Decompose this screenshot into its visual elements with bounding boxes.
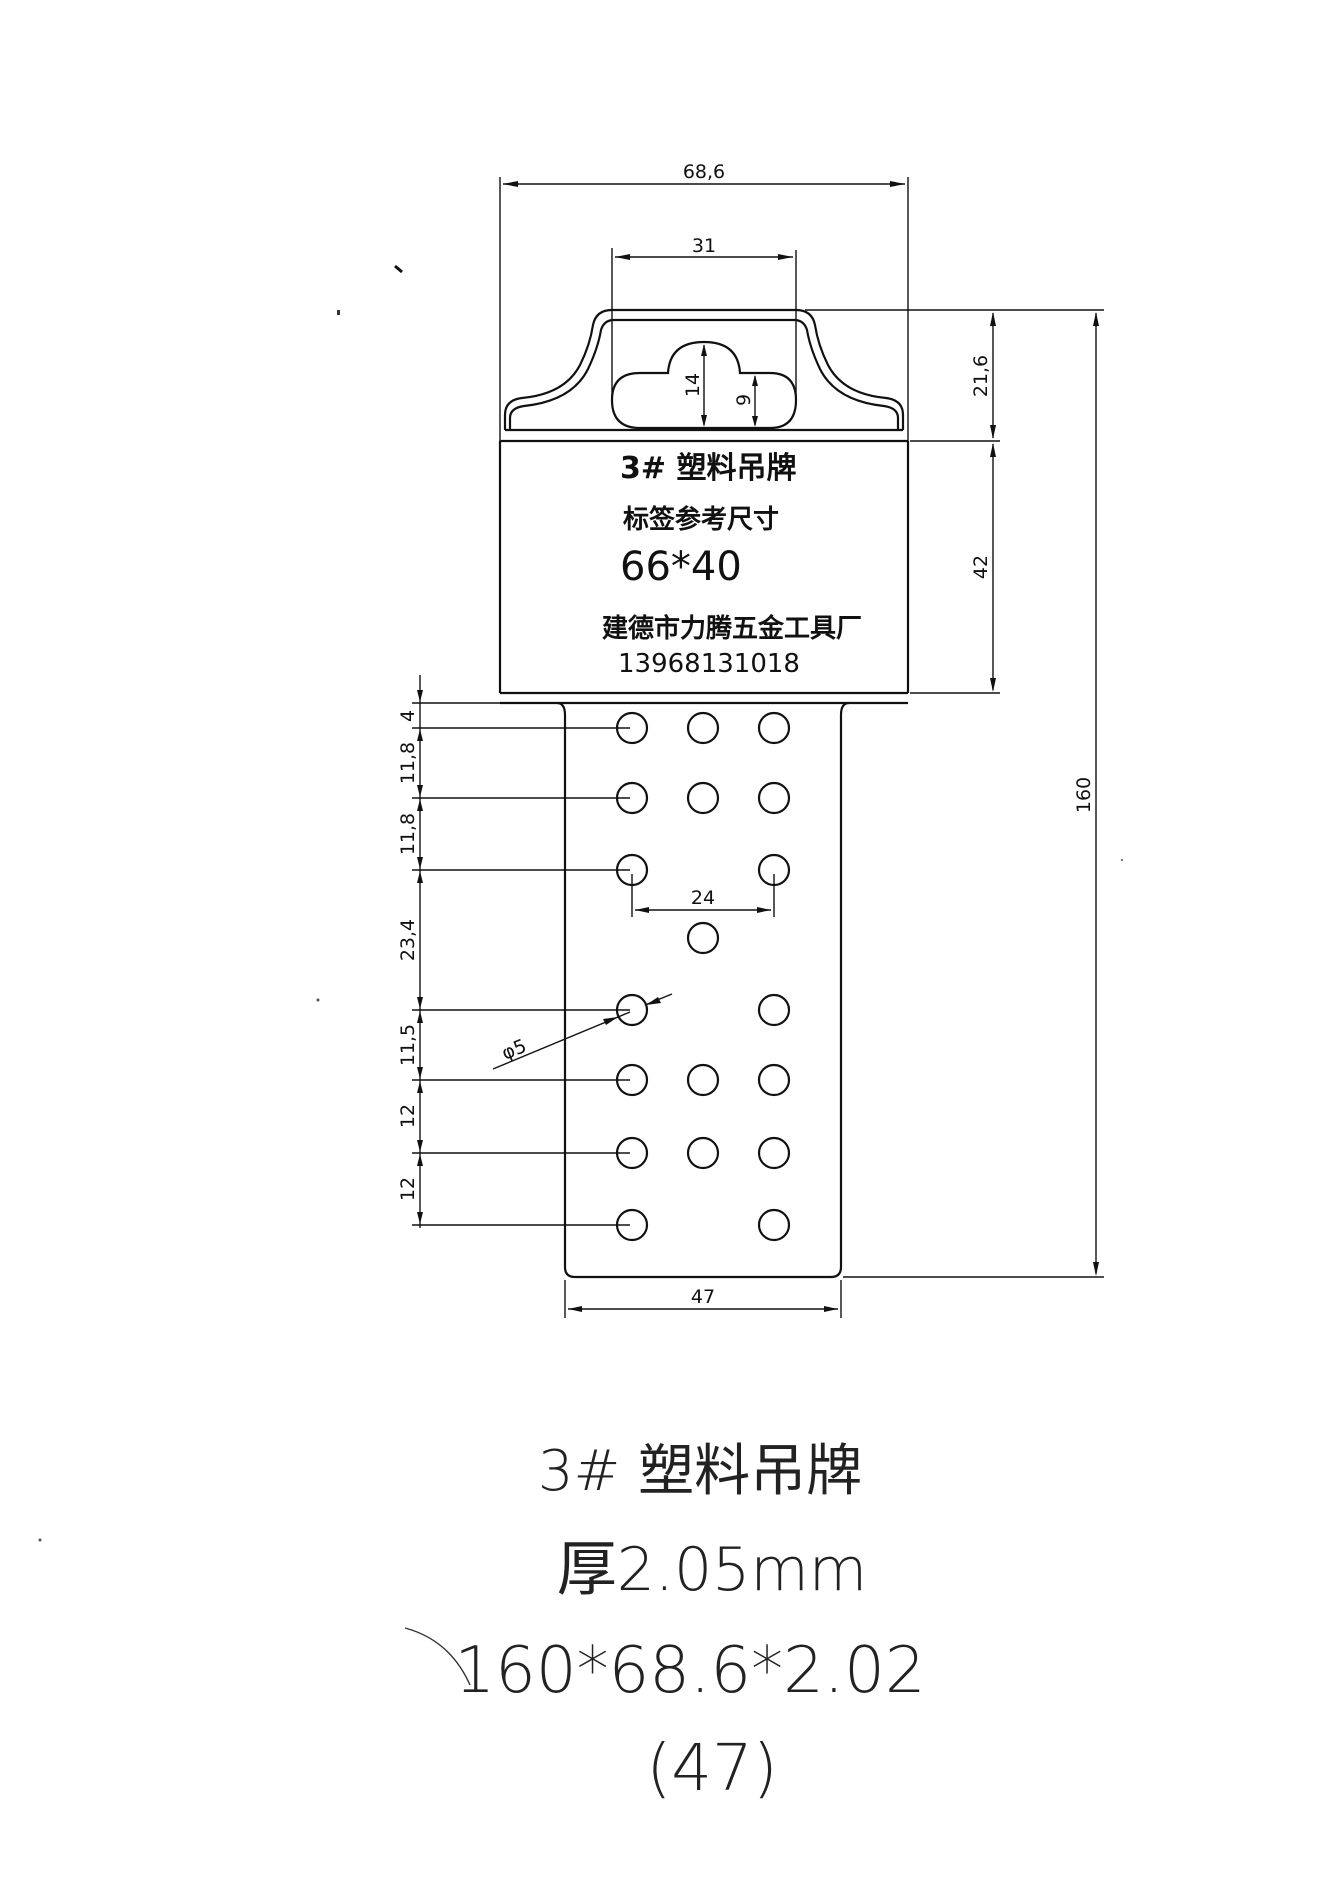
footer-dimensions: 160*68.6*2.02	[454, 1634, 925, 1708]
dimension-hole-diameter: φ5	[492, 993, 673, 1070]
label-title: 3# 塑料吊牌	[620, 451, 796, 486]
slot-inner-height-label: 9	[733, 394, 755, 406]
phone-number: 13968131018	[618, 649, 800, 679]
total-height-label: 160	[1073, 777, 1095, 813]
company-name: 建德市力腾五金工具厂	[602, 613, 862, 644]
hanger-height-label: 21,6	[970, 355, 992, 397]
hole-diameter-label: φ5	[499, 1035, 530, 1065]
spacing-label-6: 12	[397, 1104, 419, 1128]
footer-strip-width: (47)	[646, 1732, 777, 1806]
dimension-hole-pitch: 24	[631, 874, 775, 917]
perforated-strip	[556, 701, 850, 1279]
label-subtitle: 标签参考尺寸	[623, 504, 779, 535]
strip-width-label: 47	[691, 1286, 715, 1308]
spacing-label-4: 23,4	[397, 919, 419, 961]
footer-thickness: 厚2.05mm	[557, 1535, 868, 1605]
spacing-label-1: 4	[397, 710, 419, 722]
spacing-label-7: 12	[397, 1177, 419, 1201]
label-area	[498, 439, 910, 705]
label-size: 66*40	[620, 544, 742, 590]
spacing-label-3: 11,8	[397, 813, 419, 855]
dimension-strip-width: 47	[564, 1280, 842, 1318]
footer-title: 3# 塑料吊牌	[538, 1439, 862, 1504]
slot-width-label: 31	[692, 235, 716, 257]
dimension-overall-width: 68,6	[499, 161, 909, 441]
pen-mark	[404, 1627, 471, 1686]
hole-pitch-label: 24	[691, 887, 715, 909]
spacing-label-2: 11,8	[397, 742, 419, 784]
label-height-label: 42	[970, 555, 992, 579]
dimension-left-spacing: 4 11,8 11,8 23,4 11,5 12 12	[397, 675, 630, 1228]
hole-grid	[615, 711, 791, 1242]
dimension-right: 21,6 42 160	[805, 309, 1104, 1278]
spacing-label-5: 11,5	[397, 1024, 419, 1066]
dimension-slot-width: 31	[611, 235, 797, 400]
overall-width-label: 68,6	[683, 161, 725, 183]
hanger-slot	[610, 340, 798, 430]
hanger-hook: 14 9	[503, 308, 905, 432]
slot-height-label: 14	[682, 373, 704, 397]
scan-specks	[38, 264, 1124, 1542]
